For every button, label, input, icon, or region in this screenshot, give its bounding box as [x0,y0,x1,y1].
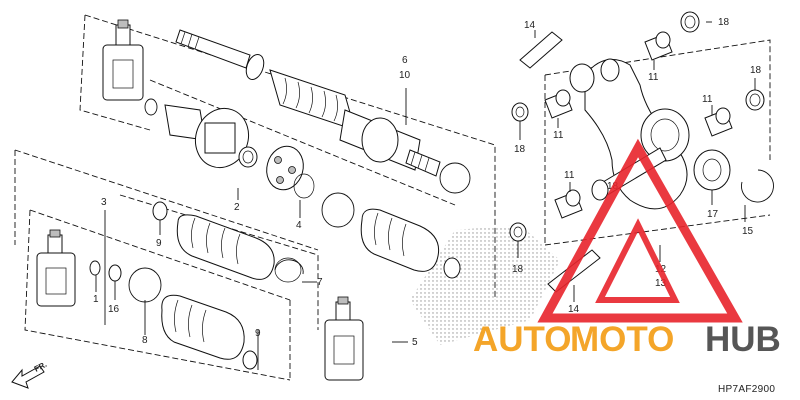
callout-17: 17 [707,209,719,220]
callout-1: 1 [93,294,99,305]
diagram-code: HP7AF2900 [718,384,775,395]
cv-joint-outer [164,104,315,199]
callout-11-d: 11 [564,170,575,181]
callout-2: 2 [234,202,240,213]
boot-upper [176,214,275,280]
boot-right [360,208,440,272]
grease-bottle-top [102,19,144,101]
callout-18-b: 18 [750,65,762,76]
callout-6: 6 [402,55,408,66]
drive-shaft-assembly [175,29,441,177]
watermark-word-auto: AUTO [473,320,572,359]
callout-9-upper: 9 [156,238,162,249]
callout-3: 3 [101,197,107,208]
callout-14-bottom: 14 [568,304,580,315]
front-label: FR. [33,360,49,374]
callout-9-lower: 9 [255,328,261,339]
leader-lines [95,21,756,370]
callout-8: 8 [142,335,148,346]
boot-bands [128,162,471,370]
snap-ring [89,260,101,276]
callout-11-a: 11 [648,72,659,83]
callout-7: 7 [317,277,323,288]
callout-13: 13 [655,278,667,289]
callout-11-c: 11 [702,94,713,105]
bushings [509,11,774,242]
snap-ring [144,98,158,116]
swing-arm [569,58,690,210]
callout-16: 16 [108,304,120,315]
callout-18-a: 18 [718,17,730,28]
grease-bottle-left [36,229,76,307]
boot-lower [161,294,245,360]
callout-5: 5 [412,337,418,348]
callout-10: 10 [399,70,411,81]
front-arrow: FR. [11,360,49,389]
callout-4: 4 [296,220,302,231]
callout-11-b: 11 [553,130,564,141]
callout-18-c: 18 [514,144,526,155]
callout-14-top: 14 [524,20,536,31]
stop-ring [108,264,122,282]
watermark-logo: AUTO MOTO HUB [473,138,781,359]
callout-18-d: 18 [512,264,524,275]
callout-15: 15 [742,226,754,237]
watermark-word-moto: MOTO [570,320,674,359]
pivot-bolt-top [519,31,563,69]
triangle-logo-icon [537,138,743,323]
hatch-area [410,225,560,345]
watermark-word-hub: HUB [705,320,781,359]
grease-bottle-bottom [324,296,364,381]
